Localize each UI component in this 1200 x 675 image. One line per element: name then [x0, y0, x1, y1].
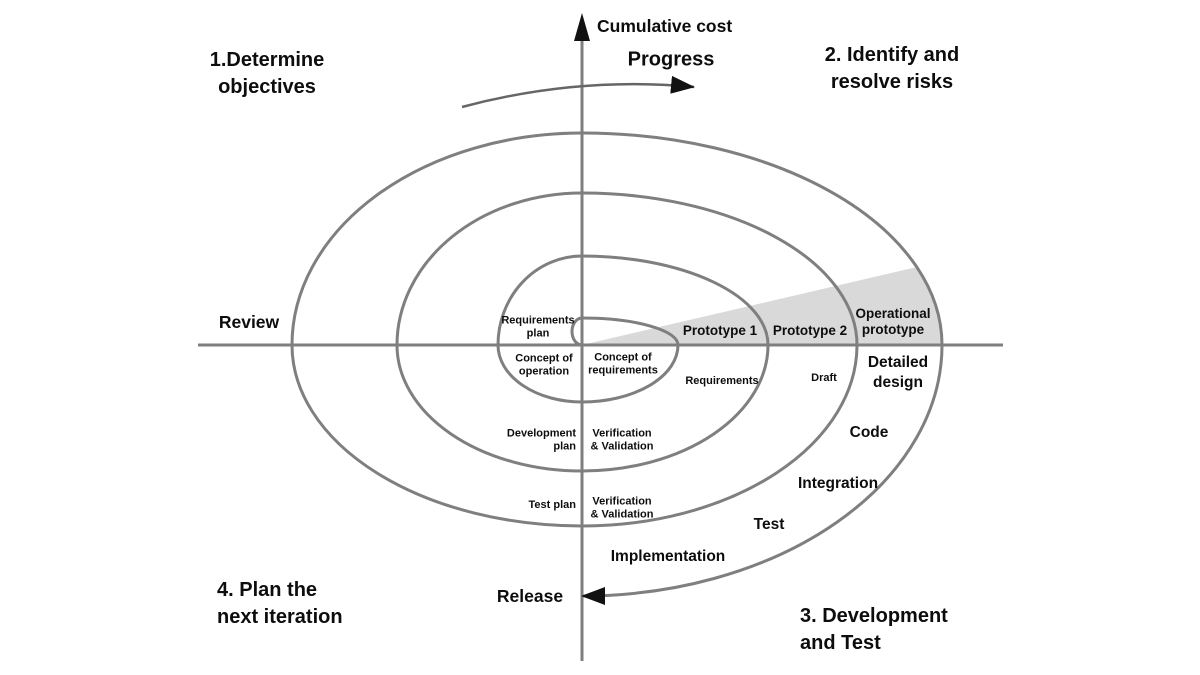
operational-prototype-label: Operational prototype	[855, 306, 931, 337]
test-plan-label: Test plan	[528, 498, 576, 511]
requirements-label: Requirements	[685, 374, 759, 387]
cumulative-cost-arrowhead	[574, 13, 590, 41]
prototype-2-label: Prototype 2	[772, 323, 848, 338]
quadrant-2-label: 2. Identify and resolve risks	[824, 44, 960, 93]
concept-of-operation-label: Concept of operation	[515, 352, 573, 378]
verification-validation-2-label: Verification & Validation	[590, 495, 654, 521]
implementation-label: Implementation	[610, 548, 726, 565]
detailed-design-label: Detailed design	[867, 354, 929, 391]
integration-label: Integration	[797, 475, 879, 492]
concept-of-requirements-label: Concept of requirements	[588, 351, 658, 377]
release-label: Release	[496, 586, 564, 606]
cumulative-cost-label: Cumulative cost	[597, 16, 733, 36]
prototype-1-label: Prototype 1	[682, 323, 758, 338]
quadrant-3-label: 3. Development and Test	[800, 605, 948, 654]
risk-wedge	[582, 267, 943, 345]
review-label: Review	[218, 312, 280, 332]
code-label: Code	[849, 424, 889, 441]
spiral-curve	[290, 131, 944, 605]
quadrant-1-label: 1.Determine objectives	[209, 49, 325, 98]
progress-arrow	[461, 75, 695, 109]
development-plan-label: Development plan	[506, 427, 576, 453]
draft-label: Draft	[811, 371, 837, 384]
requirements-plan-label: Requirements plan	[501, 314, 575, 340]
progress-label: Progress	[627, 48, 715, 71]
verification-validation-1-label: Verification & Validation	[590, 427, 654, 453]
test-label: Test	[753, 516, 785, 533]
quadrant-4-label: 4. Plan the next iteration	[217, 579, 343, 628]
